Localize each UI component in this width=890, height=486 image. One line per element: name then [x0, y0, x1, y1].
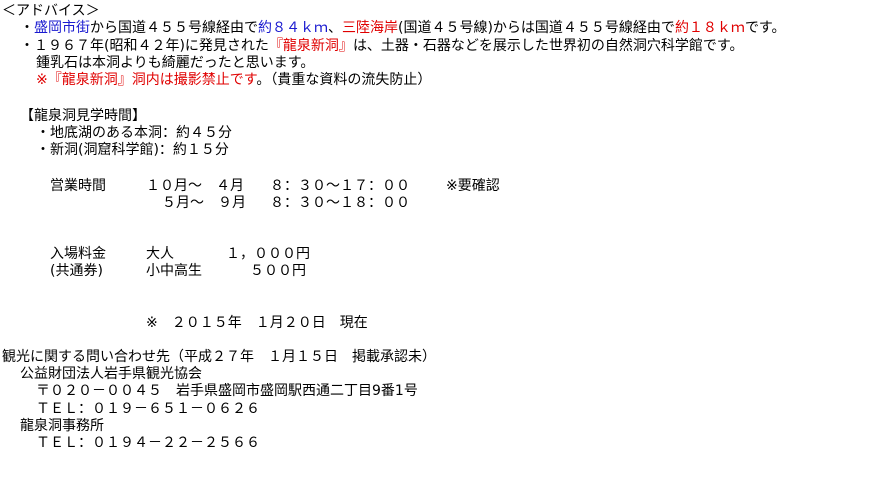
hours-time-summer: ８：３０～１８：００ — [270, 195, 410, 211]
fee-student-price: ５００円 — [250, 263, 306, 279]
fee-adult-price: １，０００円 — [226, 246, 310, 262]
new-cave-name: 『龍泉新洞』 — [47, 72, 132, 88]
text: ・１９６７年(昭和４２年)に発見された — [20, 38, 269, 54]
new-cave-name: 『龍泉新洞』 — [268, 38, 353, 54]
visit-heading: 【龍泉洞見学時間】 — [20, 108, 146, 124]
text: (国道４５号線)からは国道４５５号線経由で — [398, 20, 675, 36]
text: は、土器・石器などを展示した世界初の自然洞穴科学館です。 — [352, 38, 744, 54]
hours-label: 営業時間 — [50, 178, 106, 194]
visit-item-new-cave: ・新洞(洞窟科学館)：約１５分 — [36, 142, 229, 158]
contact-org-tourism-association: 公益財団法人岩手県観光協会 — [20, 366, 202, 382]
place-morioka: 盛岡市街 — [34, 20, 90, 36]
text: です。 — [744, 20, 786, 36]
visit-item-main-cave: ・地底湖のある本洞：約４５分 — [36, 125, 232, 141]
contact-org-ryusendo-office: 龍泉洞事務所 — [20, 418, 104, 434]
advice-header: ＜アドバイス＞ — [2, 3, 100, 19]
as-of-date: ※ ２０１５年 １月２０日 現在 — [146, 315, 368, 331]
hours-period-winter: １０月～ ４月 — [146, 178, 244, 194]
fee-student-label: 小中高生 — [146, 263, 202, 279]
advice-line-photo-ban: ※『龍泉新洞』洞内は撮影禁止です。（貴重な資料の流失防止） — [36, 72, 431, 88]
contact-tel-ryusendo-office: ＴＥＬ：０１９４－２２－２５６６ — [36, 435, 260, 451]
advice-line-discovery: ・１９６７年(昭和４２年)に発見された『龍泉新洞』は、土器・石器などを展示した世… — [20, 38, 744, 54]
contact-heading: 観光に関する問い合わせ先（平成２７年 １月１５日 掲載承認未） — [2, 349, 436, 365]
text: から国道４５５号線経由で — [90, 20, 258, 36]
distance-morioka: 約８４ｋｍ — [258, 20, 328, 36]
bullet: ・ — [20, 20, 34, 36]
hours-note: ※要確認 — [446, 178, 500, 194]
hours-period-summer: ５月～ ９月 — [162, 195, 246, 211]
fee-label: 入場料金 — [50, 246, 106, 262]
distance-sanriku: 約１８ｋｍ — [674, 20, 745, 36]
advice-line-distance: ・盛岡市街から国道４５５号線経由で約８４ｋｍ、三陸海岸(国道４５号線)からは国道… — [20, 20, 786, 36]
photo-ban-text: 洞内は撮影禁止です — [131, 72, 257, 88]
fee-sublabel: (共通券) — [50, 263, 103, 279]
place-sanriku: 三陸海岸 — [342, 20, 398, 36]
text: 、 — [328, 20, 342, 36]
hours-time-winter: ８：３０～１７：００ — [270, 178, 410, 194]
fee-adult-label: 大人 — [146, 246, 174, 262]
advice-line-stalactite: 鍾乳石は本洞よりも綺麗だったと思います。 — [36, 55, 315, 71]
contact-address: 〒０２０－００４５ 岩手県盛岡市盛岡駅西通二丁目9番1号 — [36, 383, 418, 399]
contact-tel-tourism-association: ＴＥＬ：０１９－６５１－０６２６ — [36, 401, 260, 417]
note-mark: ※ — [36, 72, 48, 88]
text: 。（貴重な資料の流失防止） — [256, 72, 432, 88]
